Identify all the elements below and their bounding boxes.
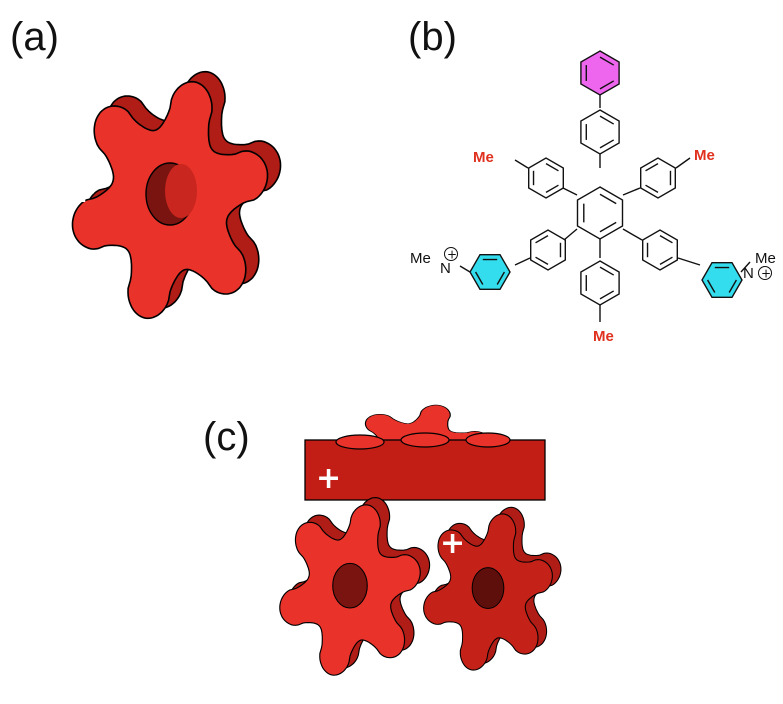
gear-c-plus-left: + — [267, 535, 292, 570]
gear-c-back-hole-right — [465, 432, 511, 448]
bond-13 — [545, 162, 559, 172]
gear-c-right-hole — [471, 567, 505, 609]
bond-5 — [599, 139, 615, 149]
bond-32 — [659, 234, 673, 244]
bond-34 — [677, 257, 701, 266]
charge-left-ring — [444, 247, 458, 261]
bond-27 — [474, 271, 484, 285]
bond-23 — [535, 234, 549, 244]
bond-14 — [562, 187, 578, 196]
methyl-n-left: Me — [410, 250, 431, 267]
gear-assembly-c: + + + + + — [267, 404, 562, 696]
ring-aryl-top-left — [528, 157, 564, 199]
panel-label-a: (a) — [10, 15, 59, 59]
ring-aryl-top-right — [640, 157, 676, 199]
gear-c-plus-bottom: + — [357, 661, 382, 696]
gear-a-hole-inner — [165, 164, 197, 218]
gear-a: + + — [69, 70, 282, 325]
methyl-top-left: Me — [473, 149, 494, 166]
bond-26 — [496, 271, 506, 285]
bond-38 — [740, 261, 751, 273]
bond-41 — [599, 290, 615, 300]
bond-22 — [535, 256, 549, 266]
panel-label-b: (b) — [408, 15, 457, 59]
bond-18 — [645, 162, 659, 172]
bond-40 — [599, 266, 615, 276]
nitrogen-left: N — [440, 260, 451, 277]
bond-0 — [599, 56, 615, 66]
chemical-structure — [459, 50, 751, 322]
bond-1 — [599, 80, 615, 90]
panel-label-c: (c) — [203, 415, 250, 459]
gear-c-left-hole — [332, 562, 368, 609]
gear-c-back-body — [304, 439, 546, 501]
gear-a-plus-left: + — [69, 171, 98, 211]
bond-30 — [659, 256, 673, 266]
charge-right: + — [761, 267, 771, 281]
bond-36 — [706, 279, 716, 293]
bond-11 — [545, 184, 559, 194]
bond-17 — [645, 184, 659, 194]
bond-19 — [622, 187, 641, 196]
gear-c-back-hole-left — [335, 434, 385, 450]
gear-a-plus-bottom: + — [216, 285, 245, 325]
gear-c-plus-right: + — [440, 526, 465, 561]
gear-c-plus-bottom-right: + — [495, 645, 520, 680]
bond-25 — [514, 257, 531, 266]
bond-8 — [599, 193, 617, 205]
charge-right-ring — [758, 266, 772, 280]
bond-24 — [563, 228, 578, 241]
gear-c-plus-top: + — [316, 461, 341, 496]
gear-c-back-hole-mid — [400, 432, 450, 448]
bond-20 — [675, 157, 691, 169]
bond-29 — [459, 265, 471, 273]
charge-left: + — [447, 248, 457, 262]
nitrogen-right: N — [743, 265, 754, 282]
methyl-top-right: Me — [694, 147, 715, 164]
bond-15 — [514, 159, 529, 169]
methyl-n-right: Me — [755, 250, 776, 267]
ring-aryl-right — [642, 229, 678, 271]
bond-9 — [599, 221, 617, 233]
bond-4 — [599, 115, 615, 125]
methyl-bottom: Me — [593, 328, 614, 345]
bond-33 — [622, 228, 643, 241]
bond-35 — [728, 279, 738, 293]
ring-aryl-left — [530, 229, 566, 271]
